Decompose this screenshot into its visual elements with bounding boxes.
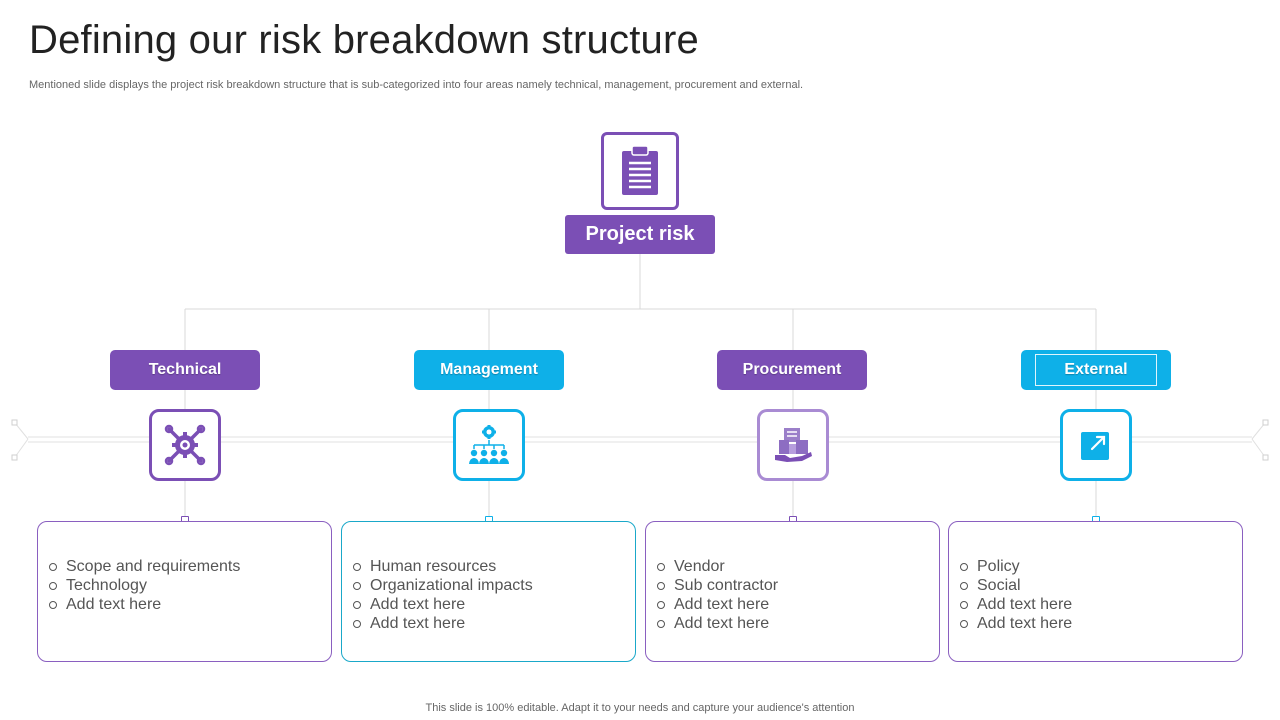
category-card-management: Human resources Organizational impacts A… xyxy=(341,521,636,662)
category-label-technical: Technical xyxy=(110,350,260,390)
tools-gear-icon xyxy=(149,409,221,481)
list-item: Add text here xyxy=(959,614,1072,633)
list-item: Policy xyxy=(959,557,1072,576)
list-item: Sub contractor xyxy=(656,576,778,595)
team-hierarchy-icon xyxy=(453,409,525,481)
slide-subtitle: Mentioned slide displays the project ris… xyxy=(29,79,804,91)
list-item: Add text here xyxy=(48,595,240,614)
list-item: Add text here xyxy=(352,595,533,614)
category-card-procurement: Vendor Sub contractor Add text here Add … xyxy=(645,521,940,662)
list-item: Vendor xyxy=(656,557,778,576)
category-label-external-text: External xyxy=(1035,354,1157,386)
list-item: Scope and requirements xyxy=(48,557,240,576)
external-link-icon xyxy=(1060,409,1132,481)
category-card-technical: Scope and requirements Technology Add te… xyxy=(37,521,332,662)
category-card-external: Policy Social Add text here Add text her… xyxy=(948,521,1243,662)
clipboard-icon xyxy=(601,132,679,210)
slide-title: Defining our risk breakdown structure xyxy=(29,18,699,62)
category-label-procurement: Procurement xyxy=(717,350,867,390)
vendor-hand-icon xyxy=(757,409,829,481)
list-item: Add text here xyxy=(352,614,533,633)
list-item: Add text here xyxy=(656,595,778,614)
list-item: Human resources xyxy=(352,557,533,576)
list-item: Technology xyxy=(48,576,240,595)
list-item: Add text here xyxy=(959,595,1072,614)
list-item: Add text here xyxy=(656,614,778,633)
list-item: Organizational impacts xyxy=(352,576,533,595)
slide-footer: This slide is 100% editable. Adapt it to… xyxy=(425,702,855,714)
category-label-management: Management xyxy=(414,350,564,390)
root-node-label: Project risk xyxy=(565,215,715,254)
list-item: Social xyxy=(959,576,1072,595)
category-label-external: External xyxy=(1021,350,1171,390)
